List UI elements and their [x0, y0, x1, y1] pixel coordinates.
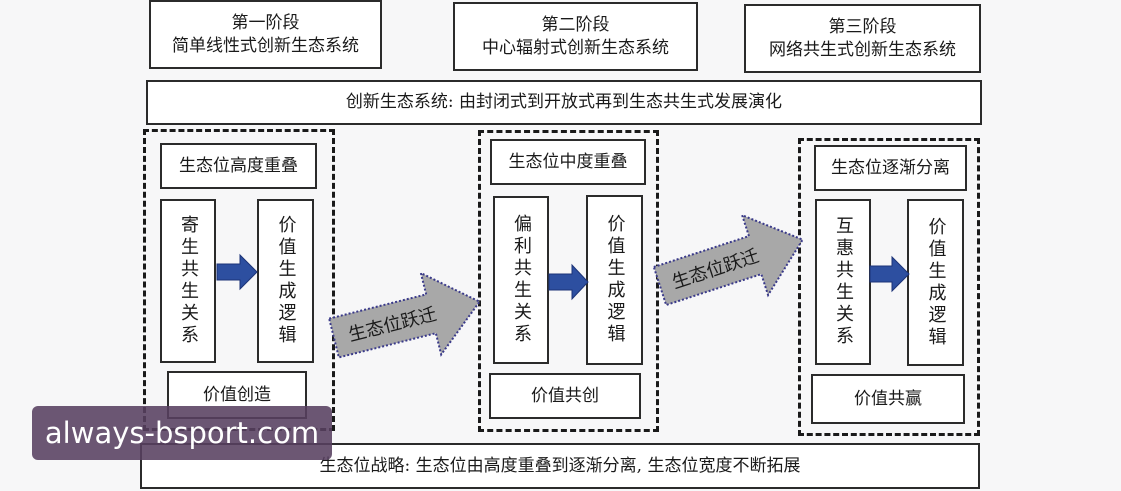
transition-arrow-1 [327, 271, 482, 359]
strategy-banner-text: 生态位战略: 生态位由高度重叠到逐渐分离, 生态位宽度不断拓展 [319, 455, 801, 476]
panel-1-relation: 寄生共生关系 [160, 199, 216, 363]
panel-1-niche: 生态位高度重叠 [160, 143, 317, 189]
panel-3-value-text: 价值共赢 [854, 388, 922, 409]
stage-1-subtitle: 简单线性式创新生态系统 [172, 35, 359, 56]
transition-arrow-2 [652, 213, 805, 307]
panel-1-logic-text: 价值生成逻辑 [275, 215, 297, 347]
panel-2-value: 价值共创 [489, 373, 641, 419]
panel-2-relation: 偏利共生关系 [493, 196, 549, 364]
stage-2-title: 第二阶段 [541, 14, 610, 35]
stage-2-box: 第二阶段 中心辐射式创新生态系统 [453, 2, 698, 71]
watermark-badge: always-bsport.com [32, 406, 332, 460]
panel-2-niche-text: 生态位中度重叠 [508, 151, 628, 172]
evolution-banner-text: 创新生态系统: 由封闭式到开放式再到生态共生式发展演化 [345, 92, 783, 113]
small-arrow-3 [869, 255, 910, 293]
stage-1-title: 第一阶段 [231, 12, 300, 33]
panel-1-relation-text: 寄生共生关系 [178, 215, 199, 347]
stage-1-box: 第一阶段 简单线性式创新生态系统 [149, 0, 382, 69]
watermark-text: always-bsport.com [44, 416, 320, 450]
panel-2-value-text: 价值共创 [531, 385, 599, 406]
stage-3-title: 第三阶段 [828, 16, 897, 37]
panel-1-niche-text: 生态位高度重叠 [179, 155, 298, 176]
panel-3-logic: 价值生成逻辑 [907, 199, 964, 366]
panel-1-logic: 价值生成逻辑 [257, 199, 314, 363]
stage-3-subtitle: 网络共生式创新生态系统 [769, 39, 956, 60]
evolution-banner: 创新生态系统: 由封闭式到开放式再到生态共生式发展演化 [146, 80, 982, 125]
panel-3-niche-text: 生态位逐渐分离 [831, 157, 950, 178]
panel-3-value: 价值共赢 [811, 374, 965, 424]
stage-2-subtitle: 中心辐射式创新生态系统 [482, 37, 669, 58]
small-arrow-2 [548, 263, 589, 301]
panel-2-niche: 生态位中度重叠 [490, 139, 646, 185]
panel-3-logic-text: 价值生成逻辑 [925, 216, 947, 349]
panel-3-dashed-frame [798, 138, 980, 436]
strategy-banner: 生态位战略: 生态位由高度重叠到逐渐分离, 生态位宽度不断拓展 [140, 443, 980, 489]
panel-3-niche: 生态位逐渐分离 [814, 145, 967, 191]
panel-2-logic-text: 价值生成逻辑 [604, 214, 626, 346]
panel-3-relation-text: 互惠共生关系 [833, 216, 854, 348]
panel-2-logic: 价值生成逻辑 [586, 195, 643, 365]
panel-1-value-text: 价值创造 [203, 384, 271, 405]
panel-2-relation-text: 偏利共生关系 [511, 214, 532, 346]
small-arrow-1 [216, 253, 258, 291]
stage-3-box: 第三阶段 网络共生式创新生态系统 [744, 4, 981, 73]
